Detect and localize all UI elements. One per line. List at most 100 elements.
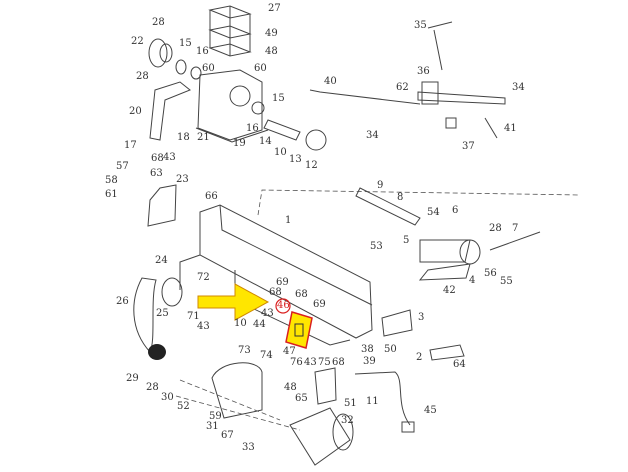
part-number-label: 26	[116, 296, 129, 307]
highlight-circle-46	[275, 298, 291, 314]
part-number-label: 63	[150, 168, 163, 179]
part-number-label: 20	[129, 106, 142, 117]
part-number-label: 35	[414, 20, 427, 31]
part-number-label: 17	[124, 140, 137, 151]
part-number-label: 61	[105, 189, 118, 200]
part-number-label: 10	[274, 147, 287, 158]
part-number-label: 7	[512, 223, 519, 234]
part-number-label: 2	[416, 352, 423, 363]
motor-bracket	[147, 184, 177, 227]
part-number-label: 28	[152, 17, 165, 28]
part-number-label: 69	[276, 277, 289, 288]
part-number-label: 9	[377, 180, 384, 191]
part-number-label: 14	[259, 136, 272, 147]
tool-rest	[309, 21, 506, 139]
part-number-label: 6	[452, 205, 459, 216]
part-number-label: 47	[283, 346, 296, 357]
headstock	[195, 69, 269, 143]
part-number-label: 28	[146, 382, 159, 393]
part-number-label: 36	[417, 66, 430, 77]
part-number-label: 28	[489, 223, 502, 234]
highlighted-switch-plate	[285, 311, 313, 349]
part-number-label: 18	[177, 132, 190, 143]
part-number-label: 48	[284, 382, 297, 393]
part-number-label: 25	[156, 308, 169, 319]
part-number-label: 43	[304, 357, 317, 368]
belt-cover	[149, 81, 191, 141]
part-number-label: 33	[242, 442, 255, 453]
part-number-label: 16	[246, 123, 259, 134]
part-number-label: 23	[176, 174, 189, 185]
part-number-label: 55	[500, 276, 513, 287]
part-number-label: 68	[295, 289, 308, 300]
part-number-label: 31	[206, 421, 219, 432]
part-number-label: 48	[265, 46, 278, 57]
part-number-label: 21	[197, 132, 210, 143]
part-number-label: 75	[318, 357, 331, 368]
part-number-label: 50	[384, 344, 397, 355]
part-number-label: 68	[269, 287, 282, 298]
part-number-label: 8	[397, 192, 404, 203]
highlight-arrow	[197, 283, 270, 321]
part-number-label: 62	[396, 82, 409, 93]
spindle	[251, 101, 327, 151]
part-number-label: 45	[424, 405, 437, 416]
part-number-label: 65	[295, 393, 308, 404]
part-number-label: 11	[366, 396, 379, 407]
drive-belt	[133, 277, 183, 360]
part-number-label: 12	[305, 160, 318, 171]
part-number-label: 53	[370, 241, 383, 252]
part-number-label: 59	[209, 411, 222, 422]
part-number-label: 5	[403, 235, 410, 246]
part-number-label: 64	[453, 359, 466, 370]
part-number-label: 73	[238, 345, 251, 356]
part-number-label: 15	[179, 38, 192, 49]
part-number-label: 52	[177, 401, 190, 412]
part-number-label: 22	[131, 36, 144, 47]
part-number-label: 74	[260, 350, 273, 361]
part-number-label: 56	[484, 268, 497, 279]
part-number-label: 67	[221, 430, 234, 441]
end-plate	[381, 309, 413, 337]
part-number-label: 46	[277, 300, 290, 311]
part-number-label: 16	[196, 46, 209, 57]
part-number-label: 27	[268, 3, 281, 14]
part-number-label: 66	[205, 191, 218, 202]
part-number-label: 57	[116, 161, 129, 172]
part-number-label: 54	[427, 207, 440, 218]
part-number-label: 29	[126, 373, 139, 384]
part-number-label: 68	[151, 153, 164, 164]
part-number-label: 49	[265, 28, 278, 39]
part-number-label: 60	[202, 63, 215, 74]
part-number-label: 72	[197, 272, 210, 283]
part-number-label: 43	[261, 308, 274, 319]
part-number-label: 43	[197, 321, 210, 332]
part-number-label: 1	[285, 215, 292, 226]
part-number-label: 37	[462, 141, 475, 152]
part-number-label: 3	[418, 312, 425, 323]
part-number-label: 24	[155, 255, 168, 266]
switch-box-and-cord	[314, 367, 415, 433]
part-number-label: 38	[361, 344, 374, 355]
part-number-label: 42	[443, 285, 456, 296]
lathe-bed	[179, 189, 581, 346]
part-number-label: 10	[234, 318, 247, 329]
tailstock	[355, 187, 541, 281]
part-number-label: 43	[163, 152, 176, 163]
part-number-label: 13	[289, 154, 302, 165]
part-number-label: 30	[161, 392, 174, 403]
part-number-label: 58	[105, 175, 118, 186]
part-number-label: 51	[344, 398, 357, 409]
part-number-label: 34	[366, 130, 379, 141]
part-number-label: 15	[272, 93, 285, 104]
mounting-bolts-grid	[208, 5, 252, 57]
part-number-label: 34	[512, 82, 525, 93]
part-number-label: 41	[504, 123, 517, 134]
spindle-pulley	[148, 38, 202, 80]
part-number-label: 68	[332, 357, 345, 368]
part-number-label: 32	[341, 415, 354, 426]
part-number-label: 76	[290, 357, 303, 368]
part-number-label: 4	[469, 275, 476, 286]
